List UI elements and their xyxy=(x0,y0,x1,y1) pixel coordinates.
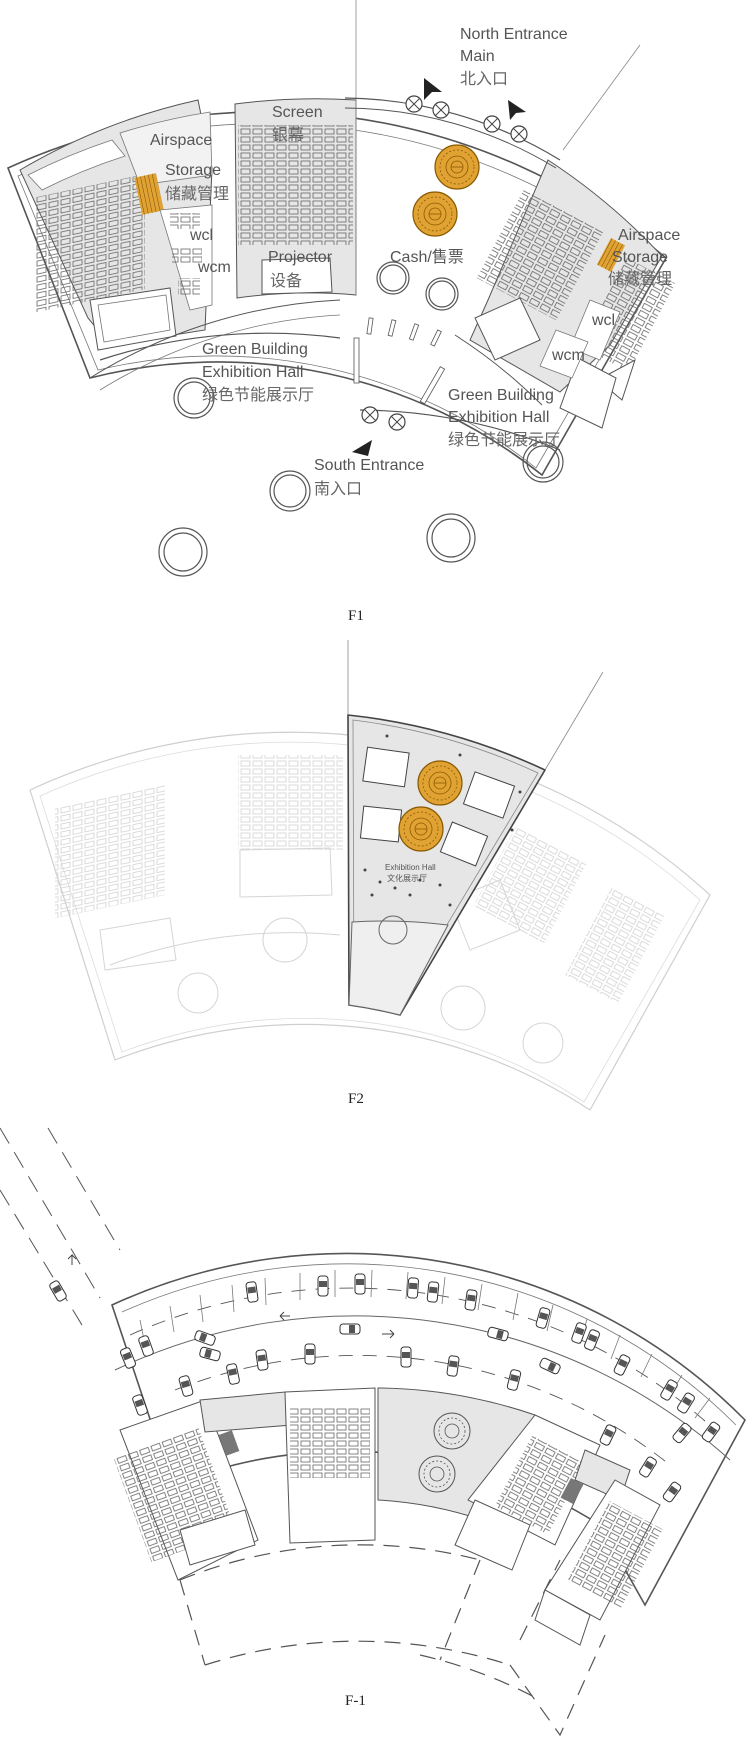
wcl-right-label: wcl xyxy=(591,312,615,329)
storage-right-cn-label: 储藏管理 xyxy=(608,269,672,288)
green-hall-right-label-1: Green Building xyxy=(448,387,554,404)
north-door-4 xyxy=(510,125,528,143)
south-door-1 xyxy=(361,406,379,424)
f1-plan: North Entrance Main 北入口 Airspace Storage… xyxy=(6,0,680,624)
cash-label: Cash/售票 xyxy=(390,248,464,266)
south-door-2 xyxy=(388,413,406,431)
projector-label: Projector xyxy=(268,249,333,266)
south-entrance-label: South Entrance xyxy=(314,457,424,474)
north-door-3 xyxy=(483,115,501,133)
north-entrance-label: North Entrance xyxy=(460,26,568,43)
airspace-left-label: Airspace xyxy=(150,132,212,149)
north-door-1 xyxy=(405,95,423,113)
exhibition-hall-cn-label: 文化展示厅 xyxy=(387,873,427,883)
storage-left-cn-label: 储藏管理 xyxy=(165,184,229,203)
storage-right-label: Storage xyxy=(612,249,668,266)
south-entrance-cn-label: 南入口 xyxy=(314,479,362,498)
green-hall-left-cn-label: 绿色节能展示厅 xyxy=(202,385,314,404)
f2-caption: F2 xyxy=(348,1091,364,1107)
green-hall-right-cn-label: 绿色节能展示厅 xyxy=(448,430,560,449)
airspace-right-label: Airspace xyxy=(618,227,680,244)
north-entrance-arrow-2 xyxy=(508,100,526,120)
green-hall-left-label-2: Exhibition Hall xyxy=(202,364,303,381)
green-hall-right-label-2: Exhibition Hall xyxy=(448,409,549,426)
projector-cn-label: 设备 xyxy=(270,271,302,290)
fminus1-caption: F-1 xyxy=(345,1693,366,1709)
green-hall-left-label-1: Green Building xyxy=(202,341,308,358)
screen-cn-label: 银幕 xyxy=(272,125,304,144)
f2-plan: Exhibition Hall 文化展示厅 F2 xyxy=(29,640,711,1111)
north-entrance-main-label: Main xyxy=(460,48,495,65)
wcm-right-label: wcm xyxy=(551,347,585,364)
fminus1-plan: F-1 xyxy=(0,1127,746,1737)
storage-left-label: Storage xyxy=(165,162,221,179)
north-entrance-arrow-1 xyxy=(424,78,442,100)
wcl-left-label: wcl xyxy=(189,227,213,244)
f1-caption: F1 xyxy=(348,608,364,624)
south-entrance-arrow xyxy=(352,440,372,456)
exhibition-hall-label: Exhibition Hall xyxy=(385,863,436,872)
wcm-left-label: wcm xyxy=(197,259,231,276)
screen-label: Screen xyxy=(272,104,323,121)
north-door-2 xyxy=(432,101,450,119)
north-entrance-cn-label: 北入口 xyxy=(460,69,508,88)
